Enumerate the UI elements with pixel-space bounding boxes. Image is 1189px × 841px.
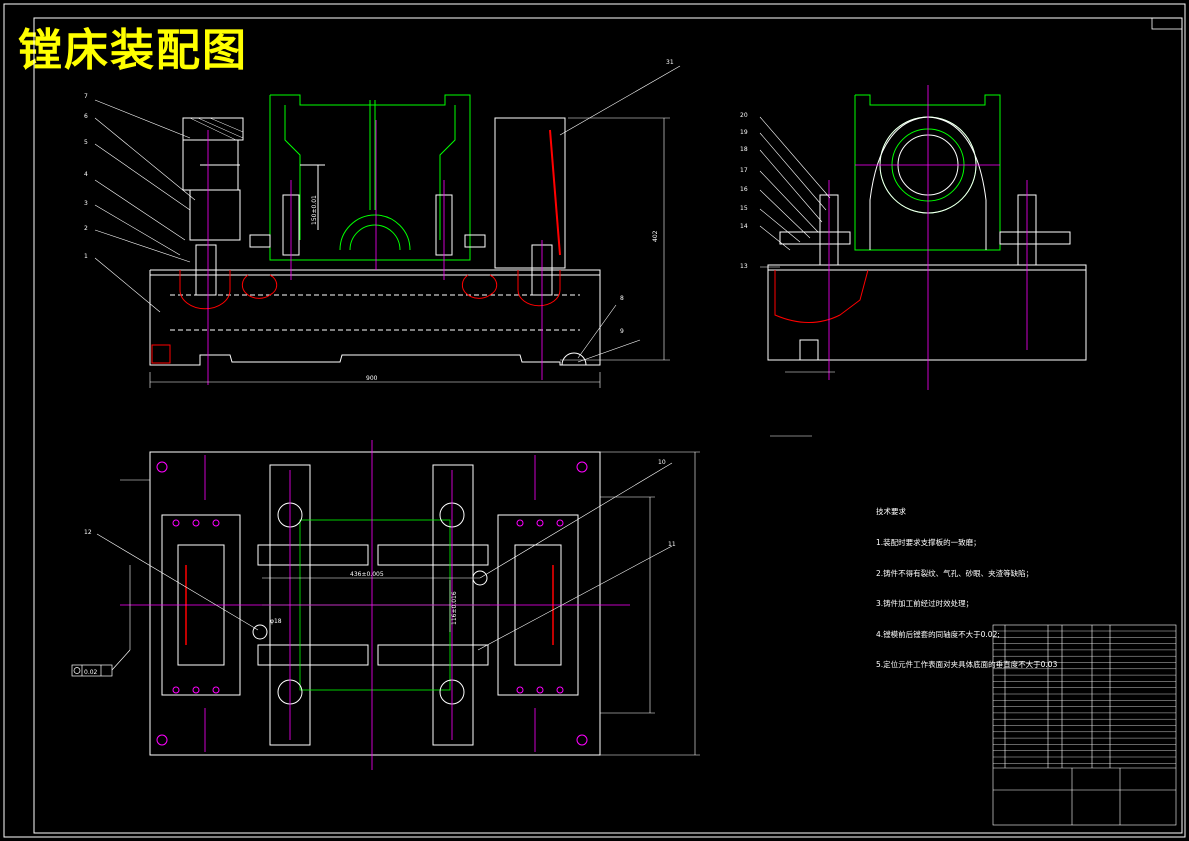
dim-overall-length: 900 bbox=[366, 375, 378, 382]
corner-tag bbox=[1151, 17, 1183, 30]
side-centerlines bbox=[828, 85, 1028, 390]
inner-border bbox=[33, 17, 1183, 834]
dim-bore-spacing: 436±0.005 bbox=[350, 571, 384, 578]
balloon: 15 bbox=[740, 205, 748, 212]
balloon: 9 bbox=[620, 328, 624, 335]
side-view bbox=[767, 94, 1087, 361]
balloon: 4 bbox=[84, 171, 88, 178]
outer-border bbox=[3, 3, 1186, 838]
balloon: 31 bbox=[666, 59, 674, 66]
tolerance-value: 0.02 bbox=[84, 669, 98, 676]
balloon: 5 bbox=[84, 139, 88, 146]
tolerance-frame bbox=[71, 649, 131, 677]
front-centerlines bbox=[207, 120, 543, 385]
balloon: 1 bbox=[84, 253, 88, 260]
balloon: 8 bbox=[620, 295, 624, 302]
dim-bore-height: 150±0.01 bbox=[311, 195, 318, 225]
balloon: 6 bbox=[84, 113, 88, 120]
balloon: 7 bbox=[84, 93, 88, 100]
front-view bbox=[149, 94, 601, 366]
balloon: 16 bbox=[740, 186, 748, 193]
note-item: 4.镗模前后镗套的同轴度不大于0.02; bbox=[876, 629, 1000, 639]
balloon: 20 bbox=[740, 112, 748, 119]
side-view-balloons: 20 19 18 17 16 15 14 13 bbox=[740, 112, 748, 270]
balloon: 18 bbox=[740, 146, 748, 153]
dim-overall-height: 402 bbox=[652, 230, 659, 242]
plan-centerlines bbox=[120, 440, 630, 770]
balloon: 11 bbox=[668, 541, 676, 548]
front-dimensions bbox=[149, 117, 670, 388]
dim-column-spacing: 116±0.016 bbox=[451, 591, 458, 625]
side-leaders bbox=[759, 116, 835, 437]
note-item: 1.装配时要求支撑板的一致磨； bbox=[876, 538, 981, 548]
plan-view bbox=[149, 451, 601, 756]
front-view-balloons: 7 6 5 4 3 2 1 31 8 9 bbox=[84, 59, 674, 335]
note-item: 2.铸件不得有裂纹、气孔、砂眼、夹渣等缺陷； bbox=[876, 568, 1034, 578]
parts-list-rows bbox=[993, 630, 1176, 764]
balloon: 13 bbox=[740, 263, 748, 270]
dim-pin-dia: φ18 bbox=[270, 618, 282, 625]
balloon: 12 bbox=[84, 529, 92, 536]
front-leaders bbox=[94, 65, 681, 363]
plan-view-balloons: 12 10 11 bbox=[84, 459, 676, 548]
technical-requirements: 技术要求 1.装配时要求支撑板的一致磨； 2.铸件不得有裂纹、气孔、砂眼、夹渣等… bbox=[876, 487, 1057, 681]
balloon: 17 bbox=[740, 167, 748, 174]
balloon: 19 bbox=[740, 129, 748, 136]
note-item: 5.定位元件工作表面对夹具体底面的垂直度不大于0.03 bbox=[876, 660, 1058, 670]
plan-dimensions bbox=[120, 451, 700, 756]
balloon: 10 bbox=[658, 459, 666, 466]
note-item: 3.铸件加工前经过时效处理； bbox=[876, 599, 974, 609]
balloon: 3 bbox=[84, 200, 88, 207]
parts-list bbox=[992, 624, 1177, 826]
drawing-title: 镗床装配图 bbox=[18, 25, 248, 76]
plan-leaders bbox=[96, 462, 673, 651]
notes-heading: 技术要求 bbox=[876, 507, 906, 517]
balloon: 14 bbox=[740, 223, 748, 230]
balloon: 2 bbox=[84, 225, 88, 232]
